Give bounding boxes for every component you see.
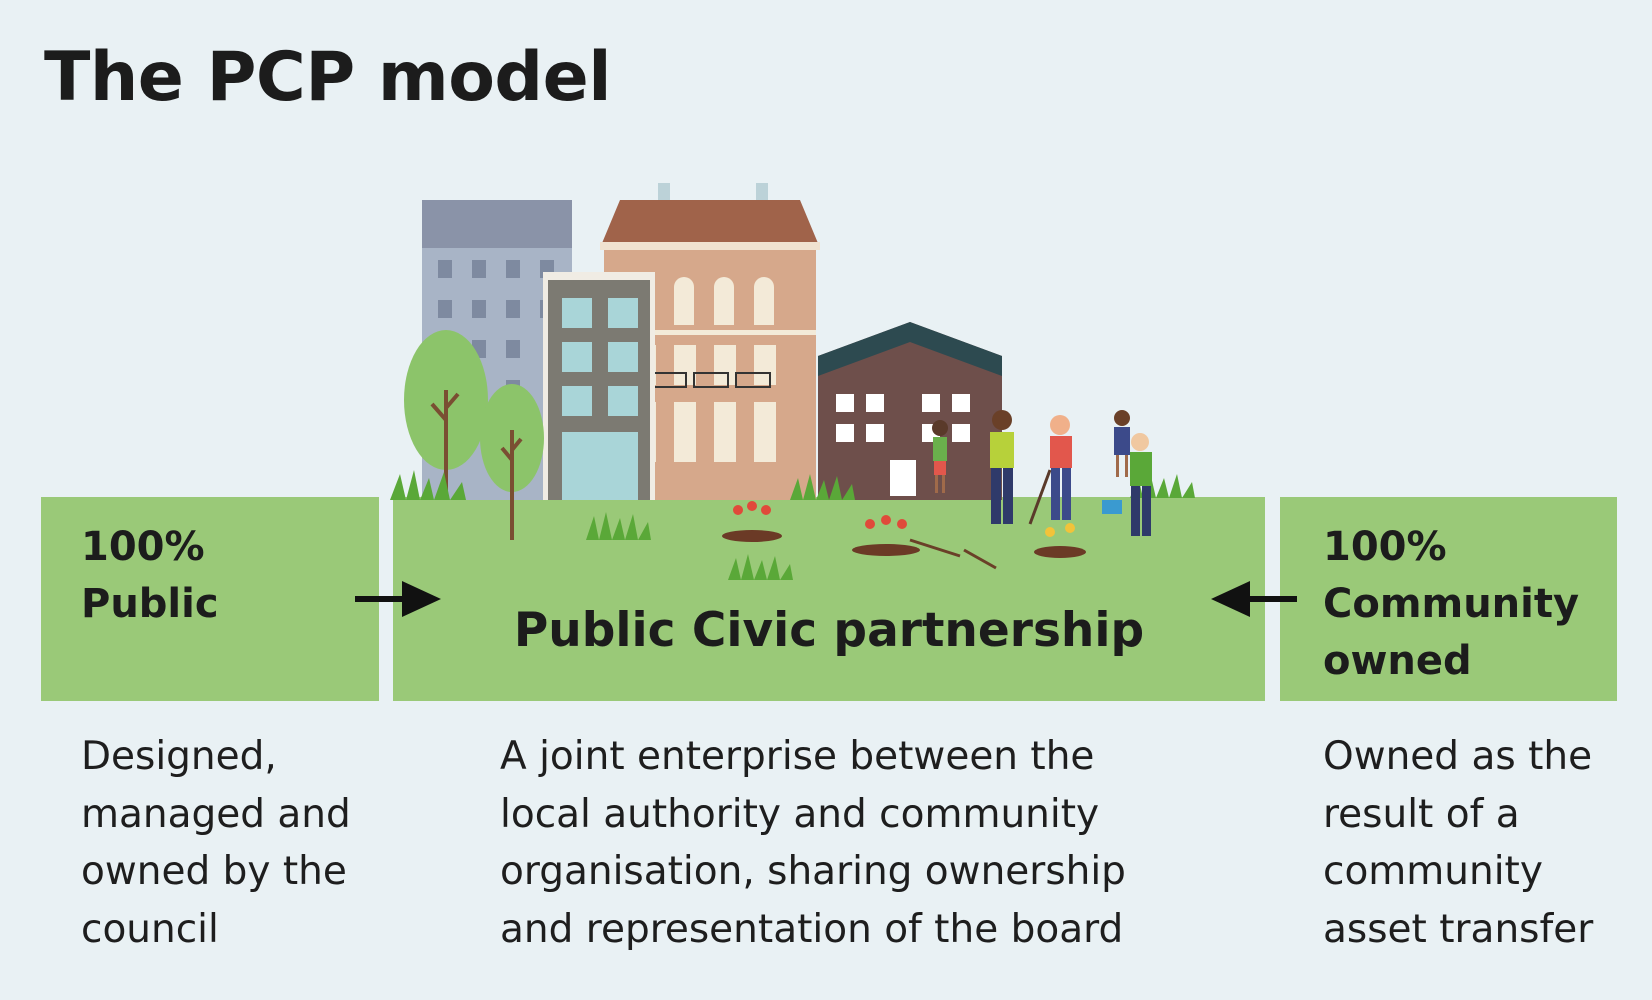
partnership-box: Public Civic partnership — [393, 497, 1265, 701]
arrow-left-icon — [1210, 579, 1300, 619]
public-description: Designed, managed and owned by the counc… — [81, 728, 351, 958]
page-title: The PCP model — [44, 38, 612, 117]
public-desc-line: Designed, — [81, 734, 277, 779]
grey-office-building — [543, 272, 655, 500]
community-desc-line: community — [1323, 849, 1543, 894]
public-desc-line: managed and — [81, 791, 351, 837]
community-box: 100% Community owned — [1280, 497, 1617, 701]
community-description: Owned as the result of a community asset… — [1323, 728, 1593, 958]
public-percent: 100% — [81, 524, 205, 570]
illustration-svg — [390, 183, 1195, 580]
partnership-desc-line: A joint enterprise between the — [500, 734, 1095, 779]
flower-beds — [722, 501, 1086, 558]
community-percent: 100% — [1323, 524, 1447, 570]
partnership-desc-line: and representation of the board — [500, 906, 1124, 952]
community-desc-line: result of a — [1323, 791, 1520, 837]
arrow-right-icon — [352, 579, 442, 619]
partnership-desc-line: organisation, sharing ownership — [500, 849, 1126, 894]
owned-word: owned — [1323, 638, 1472, 684]
brown-house — [818, 322, 1002, 500]
community-gardeners — [932, 410, 1152, 536]
community-word: Community — [1323, 581, 1580, 627]
public-word: Public — [81, 581, 219, 627]
public-desc-line: owned by the — [81, 849, 347, 894]
public-box: 100% Public — [41, 497, 379, 701]
garden-tools — [909, 538, 997, 570]
partnership-desc-line: local authority and community — [500, 791, 1100, 837]
partnership-description: A joint enterprise between the local aut… — [500, 728, 1126, 958]
community-box-label: 100% Community owned — [1323, 519, 1579, 690]
community-desc-line: Owned as the — [1323, 734, 1593, 779]
partnership-label: Public Civic partnership — [513, 603, 1145, 658]
city-garden-illustration — [390, 180, 1270, 590]
public-desc-line: council — [81, 906, 219, 952]
public-box-label: 100% Public — [81, 519, 219, 633]
community-desc-line: asset transfer — [1323, 906, 1594, 952]
